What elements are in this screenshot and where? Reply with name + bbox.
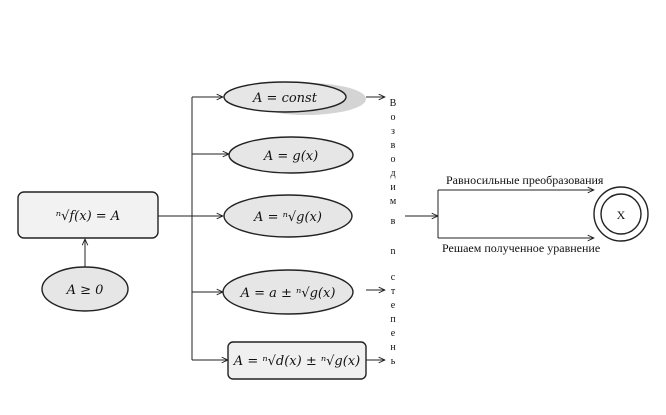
note-char: в	[391, 216, 396, 227]
note-char: В	[390, 98, 397, 109]
note-char: в	[391, 140, 396, 151]
note-char: ь	[391, 356, 396, 367]
note-char: е	[391, 328, 396, 339]
case-node-root-g[interactable]	[223, 194, 353, 238]
result-node-inner	[600, 193, 642, 235]
note-char: е	[391, 300, 396, 311]
case-node-a-pm-root-g[interactable]	[222, 269, 354, 315]
note-char: и	[390, 182, 396, 193]
case-node-g[interactable]	[228, 136, 354, 174]
note-char: n	[391, 246, 396, 257]
note-char: п	[390, 314, 396, 325]
note-char: о	[391, 112, 396, 123]
path-top-label: Равносильные преобразования	[446, 173, 604, 187]
result-label: X	[617, 208, 626, 222]
case-label-const: A = const	[252, 91, 318, 106]
vertical-note: В о з в о д и м в n с т е п е н ь	[390, 98, 397, 367]
path-bottom-label: Решаем полученное уравнение	[442, 241, 600, 255]
case-label-root-d-pm-root-g: A = ⁿ√d(x) ± ⁿ√g(x)	[233, 354, 360, 369]
note-char: з	[391, 126, 395, 137]
case-label-root-g: A = ⁿ√g(x)	[253, 210, 322, 225]
root-equation-box[interactable]	[17, 191, 159, 239]
case-label-g: A = g(x)	[263, 149, 318, 164]
root-equation-label: ⁿ√f(x) = A	[56, 209, 120, 224]
note-char: с	[391, 272, 396, 283]
condition-label: A ≥ 0	[66, 283, 104, 298]
case-label-a-pm-root-g: A = a ± ⁿ√g(x)	[240, 286, 336, 301]
note-char: м	[390, 196, 397, 207]
note-char: о	[391, 154, 396, 165]
case-node-const[interactable]	[223, 81, 347, 113]
note-char: т	[391, 286, 396, 297]
note-char: д	[390, 168, 395, 179]
note-char: н	[390, 342, 396, 353]
